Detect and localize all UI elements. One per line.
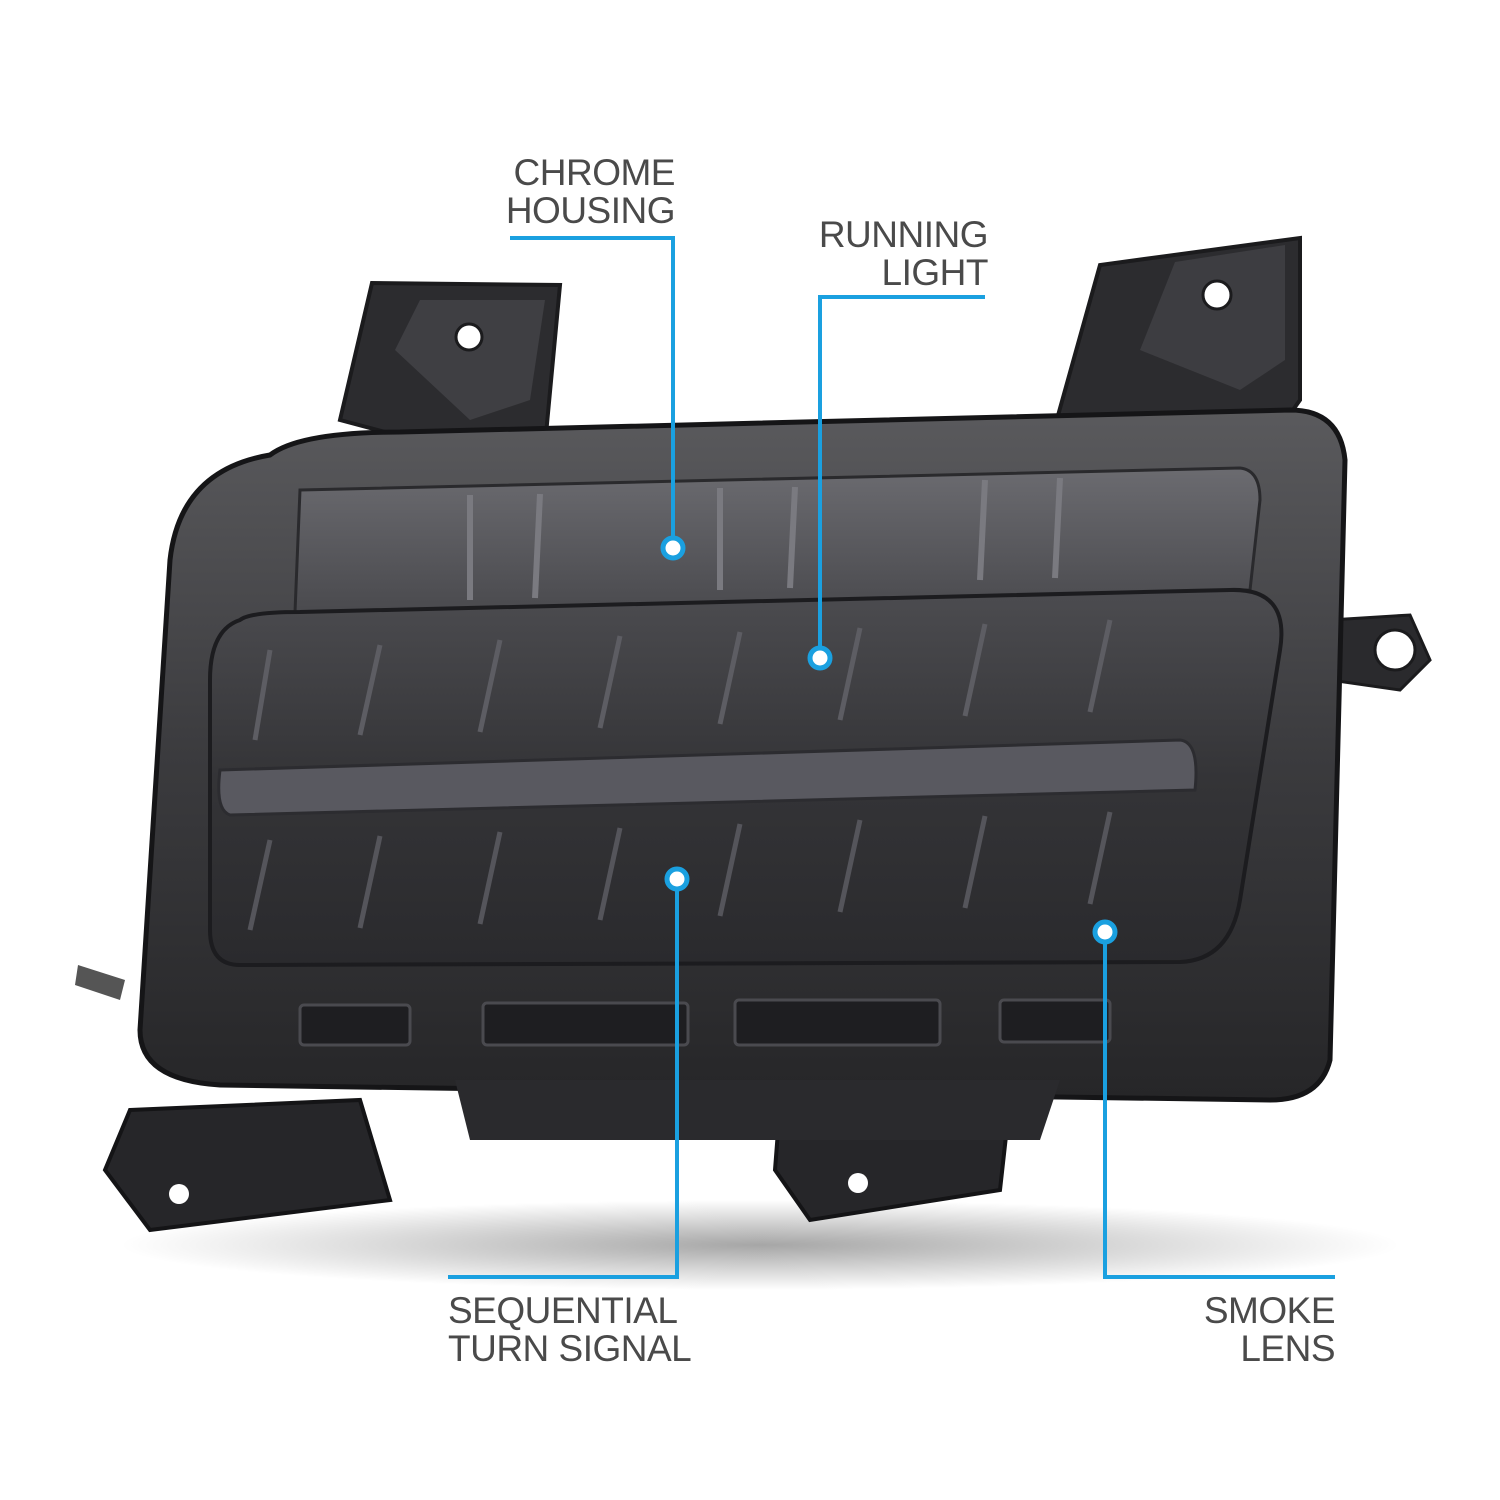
mount-bracket-left [337, 280, 563, 463]
callout-dots [660, 535, 1118, 945]
callout-dot-running-light [807, 645, 833, 671]
housing-ribs [467, 477, 1063, 600]
callout-dot-sequential-turn-signal [664, 866, 690, 892]
callout-line-running-light [818, 295, 985, 658]
callout-dot-chrome-housing [660, 535, 686, 561]
mount-feet [102, 1080, 1060, 1233]
lens-pattern-upper [252, 619, 1113, 741]
label-running-light: RUNNING LIGHT [818, 214, 989, 293]
callout-line-smoke-lens [1103, 932, 1335, 1279]
label-smoke-lens: SMOKE LENS [1203, 1290, 1336, 1369]
lens-pattern-lower [247, 811, 1113, 931]
lamp-body [75, 407, 1348, 1103]
callout-line-sequential-turn-signal [448, 879, 679, 1279]
bottom-reflectors [298, 998, 1112, 1047]
label-chrome-housing: CHROME HOUSING [505, 152, 676, 231]
label-sequential-turn-signal: SEQUENTIAL TURN SIGNAL [448, 1290, 692, 1369]
ground-shadow [120, 1200, 1400, 1290]
mount-screw [75, 965, 125, 1000]
callout-dot-smoke-lens [1092, 919, 1118, 945]
running-light-bar [217, 738, 1198, 817]
callout-lines [448, 236, 1335, 1279]
callout-line-chrome-housing [510, 236, 675, 548]
